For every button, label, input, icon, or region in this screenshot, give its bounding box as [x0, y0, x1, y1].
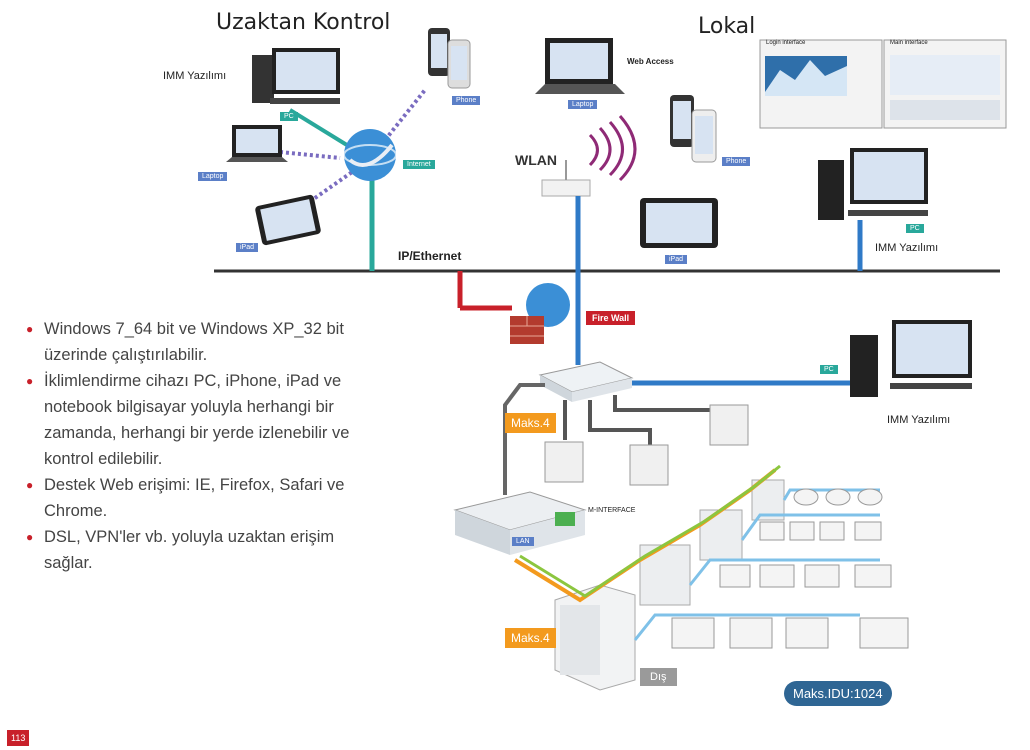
web-access-label: Web Access [627, 57, 674, 66]
phone-tag: Phone [452, 96, 481, 105]
gateway-box-1 [544, 441, 584, 483]
web-laptop-icon [535, 38, 625, 94]
ip-ethernet-label: IP/Ethernet [398, 249, 462, 263]
phone-icon [428, 28, 471, 89]
local-tablet-icon [640, 198, 718, 248]
imm-label-local: IMM Yazılımı [875, 242, 939, 254]
max-idu-badge: Maks.IDU:1024 [784, 681, 892, 706]
maks-4-bottom-badge: Maks.4 [505, 628, 556, 648]
feature-item: İklimlendirme cihazı PC, iPhone, iPad ve… [26, 368, 371, 472]
feature-item: DSL, VPN'ler vb. yoluyla uzaktan erişim … [26, 524, 371, 576]
pc-link [288, 108, 357, 152]
phone-local-tag: Phone [722, 157, 751, 166]
internet-tag: Internet [403, 160, 435, 169]
imm-pc-icon [850, 320, 972, 397]
laptop-tag: Laptop [198, 172, 228, 181]
outdoor-unit-main [554, 584, 636, 691]
lan-tag: LAN [512, 537, 534, 546]
outdoor-unit-3 [699, 509, 743, 561]
firewall-tag: Fire Wall [586, 311, 636, 325]
wlan-label: WLAN [515, 152, 557, 168]
ipad-local-tag: iPad [665, 255, 688, 264]
tablet-icon [255, 194, 321, 246]
pc-local-tag: PC [906, 224, 924, 233]
imm-label-remote: IMM Yazılımı [163, 70, 227, 82]
local-title: Lokal [698, 14, 756, 39]
phone-link [383, 88, 427, 142]
ipad-tag: iPad [236, 243, 259, 252]
page-number: 113 [7, 730, 30, 746]
laptop-local-tag: Laptop [568, 100, 598, 109]
laptop-icon [226, 125, 288, 162]
outdoor-badge: Dış [640, 668, 677, 686]
interface-screenshots [759, 39, 1007, 129]
indoor-units [671, 488, 909, 649]
local-phone-icon [670, 95, 717, 163]
feature-item: Destek Web erişimi: IE, Firefox, Safari … [26, 472, 371, 524]
remote-control-title: Uzaktan Kontrol [216, 10, 391, 35]
login-interface-label: Login interface [766, 40, 806, 46]
m-interface-label: M-INTERFACE [588, 507, 636, 514]
wifi-router-icon [541, 115, 637, 197]
gateway-box-3 [709, 404, 749, 446]
pc-tag: PC [280, 112, 298, 121]
main-interface-label: Main interface [890, 40, 928, 46]
network-switch-icon [538, 361, 634, 402]
ipad-link [303, 168, 357, 207]
pc-switch-tag: PC [820, 365, 838, 374]
laptop-link [279, 150, 341, 160]
gateway-box-2 [629, 444, 669, 486]
pc-icon [252, 48, 340, 104]
firewall-icon [510, 283, 570, 344]
feature-item: Windows 7_64 bit ve Windows XP_32 bit üz… [26, 316, 371, 368]
maks-4-top-badge: Maks.4 [505, 413, 556, 433]
imm-label-switch: IMM Yazılımı [887, 414, 951, 426]
local-pc-icon [818, 148, 928, 220]
globe-icon [344, 129, 396, 181]
feature-list: Windows 7_64 bit ve Windows XP_32 bit üz… [26, 316, 371, 576]
